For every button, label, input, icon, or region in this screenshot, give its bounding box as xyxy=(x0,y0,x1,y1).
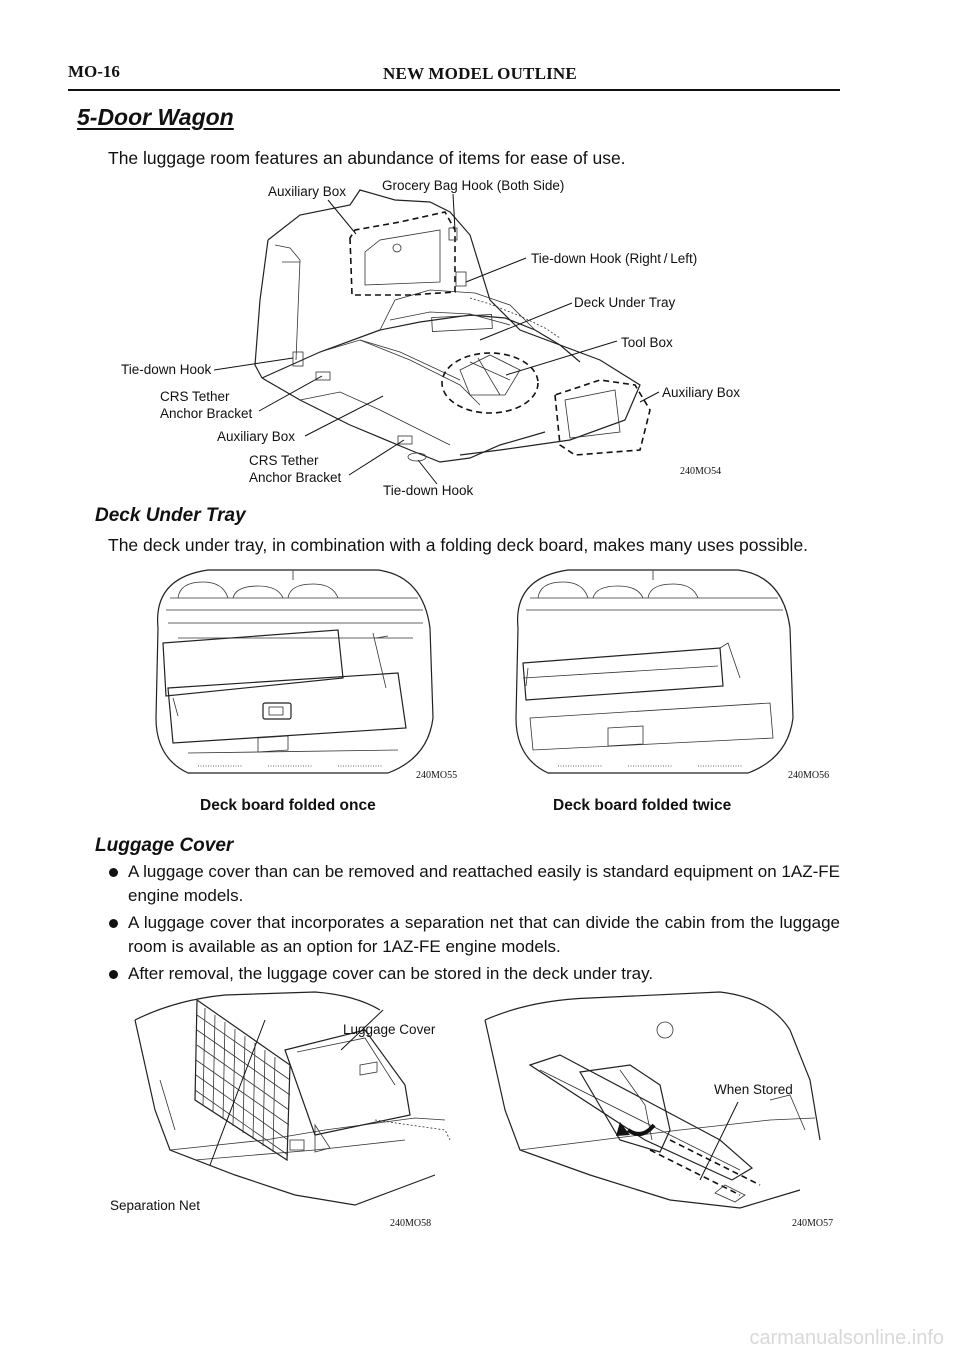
label-tie-down-hook-bottom: Tie-down Hook xyxy=(383,483,474,498)
figure-code-240mo57: 240MO57 xyxy=(792,1218,834,1229)
bullet-icon xyxy=(109,919,118,928)
caption-deck-board-folded-twice: Deck board folded twice xyxy=(553,797,732,814)
bullet-text: After removal, the luggage cover can be … xyxy=(128,964,654,983)
label-auxiliary-box-right: Auxiliary Box xyxy=(662,385,741,400)
list-item: A luggage cover than can be removed and … xyxy=(108,860,840,908)
separation-net-illustration xyxy=(134,991,451,1206)
caption-deck-board-folded-once: Deck board folded once xyxy=(200,797,376,814)
bullet-text: A luggage cover than can be removed and … xyxy=(128,862,840,905)
label-auxiliary-box-top: Auxiliary Box xyxy=(268,184,347,199)
label-tie-down-hook-right-left: Tie-down Hook (Right / Left) xyxy=(531,251,698,266)
section-intro: The luggage room features an abundance o… xyxy=(108,148,626,168)
luggage-cover-title: Luggage Cover xyxy=(95,835,234,856)
watermark: carmanualsonline.info xyxy=(749,1327,944,1349)
list-item: A luggage cover that incorporates a sepa… xyxy=(108,911,840,959)
deck-under-tray-title: Deck Under Tray xyxy=(95,505,246,526)
figure-code-240mo58: 240MO58 xyxy=(390,1218,432,1229)
label-crs-tether-1-line2: Anchor Bracket xyxy=(160,406,253,421)
label-grocery-bag-hook: Grocery Bag Hook (Both Side) xyxy=(382,178,565,193)
figure-code-240mo55: 240MO55 xyxy=(416,770,458,781)
bullet-text: A luggage cover that incorporates a sepa… xyxy=(128,913,840,956)
bullet-icon xyxy=(109,868,118,877)
label-auxiliary-box-bottom: Auxiliary Box xyxy=(217,429,296,444)
bullet-icon xyxy=(109,970,118,979)
header-divider xyxy=(68,89,840,91)
deck-under-tray-text: The deck under tray, in combination with… xyxy=(108,535,809,555)
section-title: 5-Door Wagon xyxy=(77,104,234,130)
luggage-cover-stored-illustration xyxy=(484,991,821,1209)
deck-board-folded-twice-illustration xyxy=(515,569,794,774)
label-tie-down-hook-left: Tie-down Hook xyxy=(121,362,212,377)
label-deck-under-tray: Deck Under Tray xyxy=(574,295,676,310)
label-separation-net: Separation Net xyxy=(110,1198,201,1213)
deck-board-folded-once-illustration xyxy=(155,569,434,774)
label-luggage-cover: Luggage Cover xyxy=(343,1022,436,1037)
label-crs-tether-1-line1: CRS Tether xyxy=(160,389,230,404)
list-item: After removal, the luggage cover can be … xyxy=(108,962,840,986)
label-tool-box: Tool Box xyxy=(621,335,673,350)
figure-code-240mo54: 240MO54 xyxy=(680,466,722,477)
figure-code-240mo56: 240MO56 xyxy=(788,770,830,781)
page-code: MO-16 xyxy=(68,62,120,81)
page-header-title: NEW MODEL OUTLINE xyxy=(383,64,577,83)
label-crs-tether-2-line1: CRS Tether xyxy=(249,453,319,468)
luggage-room-illustration xyxy=(213,189,660,485)
luggage-cover-bullet-list: A luggage cover than can be removed and … xyxy=(108,860,840,989)
label-when-stored: When Stored xyxy=(714,1082,793,1097)
label-crs-tether-2-line2: Anchor Bracket xyxy=(249,470,342,485)
